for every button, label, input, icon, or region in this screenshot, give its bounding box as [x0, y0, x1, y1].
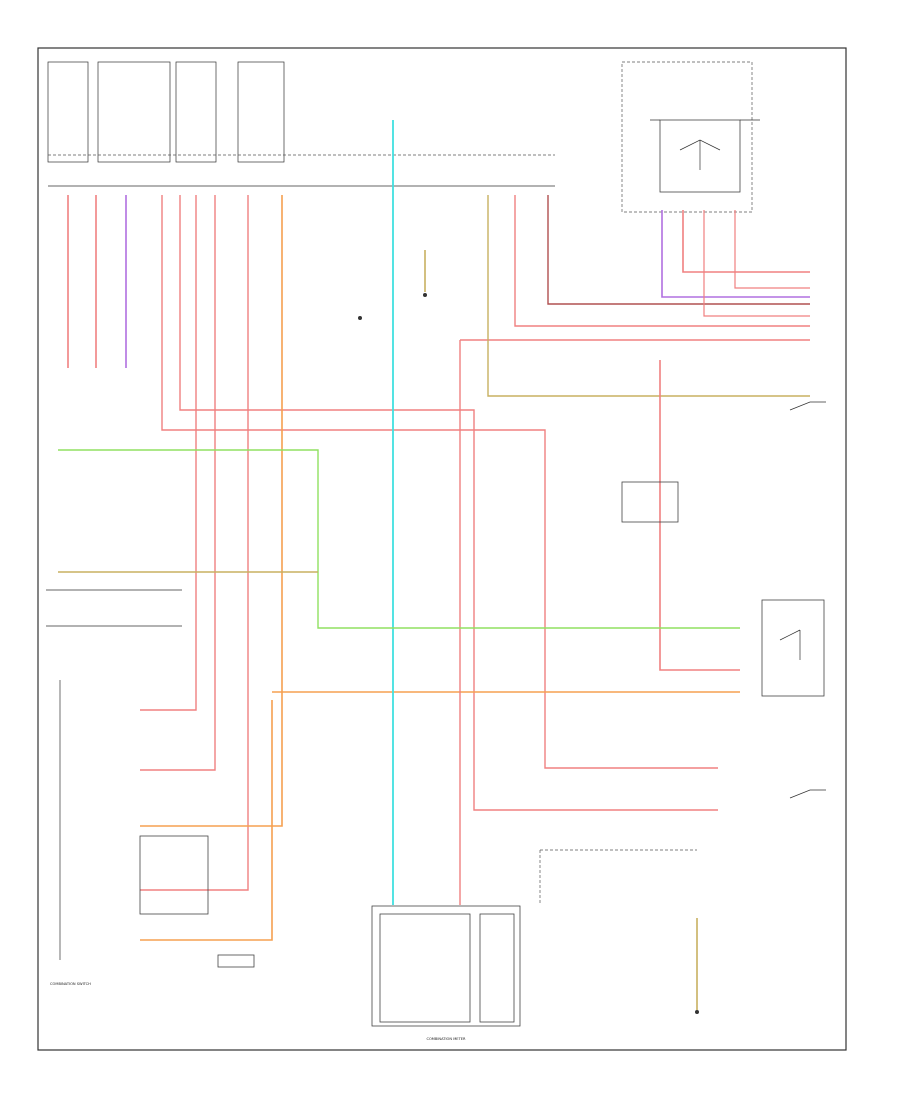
combination-switch	[46, 589, 255, 968]
ground-point	[695, 1010, 699, 1014]
combination-meter	[371, 849, 697, 1027]
diagram-frame	[37, 47, 847, 1051]
right-front-turn-lamp	[789, 401, 826, 411]
wire-harness	[58, 120, 810, 1010]
fuse-block-group	[47, 61, 753, 213]
left-door-courtesy-switch	[789, 789, 826, 799]
combination-meter-title: COMBINATION METER	[426, 1037, 466, 1041]
passenger-seat-heater	[621, 481, 679, 523]
combination-switch-title: COMBINATION SWITCH	[50, 982, 91, 986]
flasher-relay	[761, 599, 825, 697]
relay-switch	[650, 119, 760, 193]
